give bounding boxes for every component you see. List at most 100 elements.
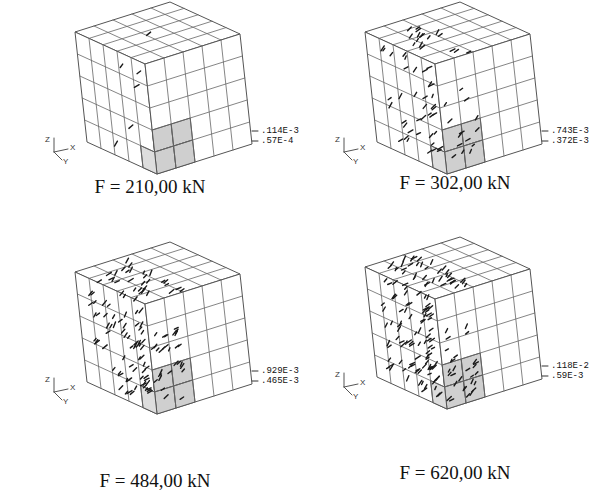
crack-mark <box>141 331 143 334</box>
side-face <box>435 269 542 409</box>
crack-mark <box>150 270 152 275</box>
crack-mark <box>147 279 150 283</box>
crack-mark <box>448 119 452 123</box>
crack-mark <box>134 341 138 345</box>
crack-mark <box>128 336 130 339</box>
mesh-line <box>379 243 474 273</box>
crack-mark <box>448 273 452 277</box>
crack-mark <box>168 371 172 374</box>
mesh-line <box>80 76 150 108</box>
crack-mark <box>103 345 108 349</box>
crack-mark <box>432 94 433 97</box>
crack-mark <box>415 370 419 373</box>
axis-z <box>54 378 55 392</box>
crack-mark <box>426 304 430 307</box>
crack-mark <box>426 351 429 354</box>
crack-mark <box>403 271 405 274</box>
crack-mark <box>146 381 150 386</box>
mesh-line <box>407 286 419 396</box>
crack-mark <box>436 376 440 380</box>
axis-y <box>54 392 62 400</box>
crack-mark <box>466 368 470 370</box>
crack-mark <box>433 278 435 282</box>
crack-mark <box>130 365 134 367</box>
crack-mark <box>463 280 466 284</box>
crack-mark <box>442 266 446 270</box>
crack-mark <box>95 340 100 344</box>
side-face <box>145 274 252 414</box>
mesh-line <box>375 355 445 387</box>
crack-mark <box>408 27 412 31</box>
mesh-line <box>442 335 537 365</box>
crack-mark <box>467 394 470 397</box>
mesh-line <box>221 40 233 150</box>
mesh-line <box>131 298 143 408</box>
axis-label: Z <box>45 375 50 384</box>
crack-mark <box>472 388 476 392</box>
legend-dash <box>252 131 258 132</box>
crack-mark <box>424 340 426 343</box>
crack-mark <box>407 138 409 141</box>
crack-mark <box>398 327 401 332</box>
crack-mark <box>142 370 145 373</box>
crack-mark <box>387 341 389 346</box>
crack-mark <box>405 56 406 59</box>
mesh-line <box>492 46 504 156</box>
side-face <box>435 34 542 174</box>
crack-mark <box>141 376 144 379</box>
mesh-line <box>379 38 391 148</box>
shaded-element <box>174 380 195 408</box>
crack-mark <box>415 356 420 359</box>
crack-mark <box>465 284 467 287</box>
shaded-element <box>431 381 447 409</box>
crack-mark <box>420 34 425 38</box>
crack-mark <box>142 339 145 342</box>
crack-mark <box>475 116 478 120</box>
crack-mark <box>430 314 433 316</box>
crack-mark <box>118 372 120 375</box>
mesh-line <box>103 45 115 155</box>
crack-mark <box>454 355 457 358</box>
crack-mark <box>123 294 125 297</box>
crack-mark <box>389 364 394 366</box>
mesh-line <box>440 313 535 343</box>
mesh-line <box>375 120 445 152</box>
crack-mark <box>417 119 421 121</box>
mesh-line <box>147 56 242 86</box>
crack-mark <box>400 309 404 311</box>
crack-mark <box>130 267 133 272</box>
crack-mark <box>128 279 133 282</box>
crack-mark <box>428 318 431 320</box>
crack-mark <box>422 381 424 384</box>
mesh-line <box>89 278 101 388</box>
crack-mark <box>453 366 456 371</box>
crack-mark <box>428 113 431 115</box>
crack-mark <box>465 324 467 329</box>
crack-mark <box>161 388 164 390</box>
crack-mark <box>407 340 411 343</box>
crack-mark <box>403 283 408 285</box>
axis-z <box>54 138 55 152</box>
crack-mark <box>446 337 450 340</box>
crack-mark <box>405 308 407 312</box>
crack-mark <box>135 386 137 389</box>
axis-label: X <box>70 383 75 392</box>
crack-mark <box>436 376 439 380</box>
shaded-element <box>155 146 176 174</box>
crack-mark <box>451 280 455 284</box>
crack-mark <box>441 283 446 285</box>
crack-mark <box>437 393 441 397</box>
crack-mark <box>432 347 435 349</box>
mesh-line <box>89 8 184 38</box>
axis-x <box>344 149 358 152</box>
crack-mark <box>414 67 417 72</box>
crack-mark <box>127 378 132 382</box>
crack-mark <box>180 289 184 292</box>
crack-mark <box>414 92 417 96</box>
crack-mark <box>145 378 150 380</box>
crack-mark <box>143 386 145 388</box>
mesh-line <box>77 54 147 86</box>
crack-mark <box>451 359 452 362</box>
crack-mark <box>408 130 413 133</box>
crack-mark <box>181 364 184 369</box>
